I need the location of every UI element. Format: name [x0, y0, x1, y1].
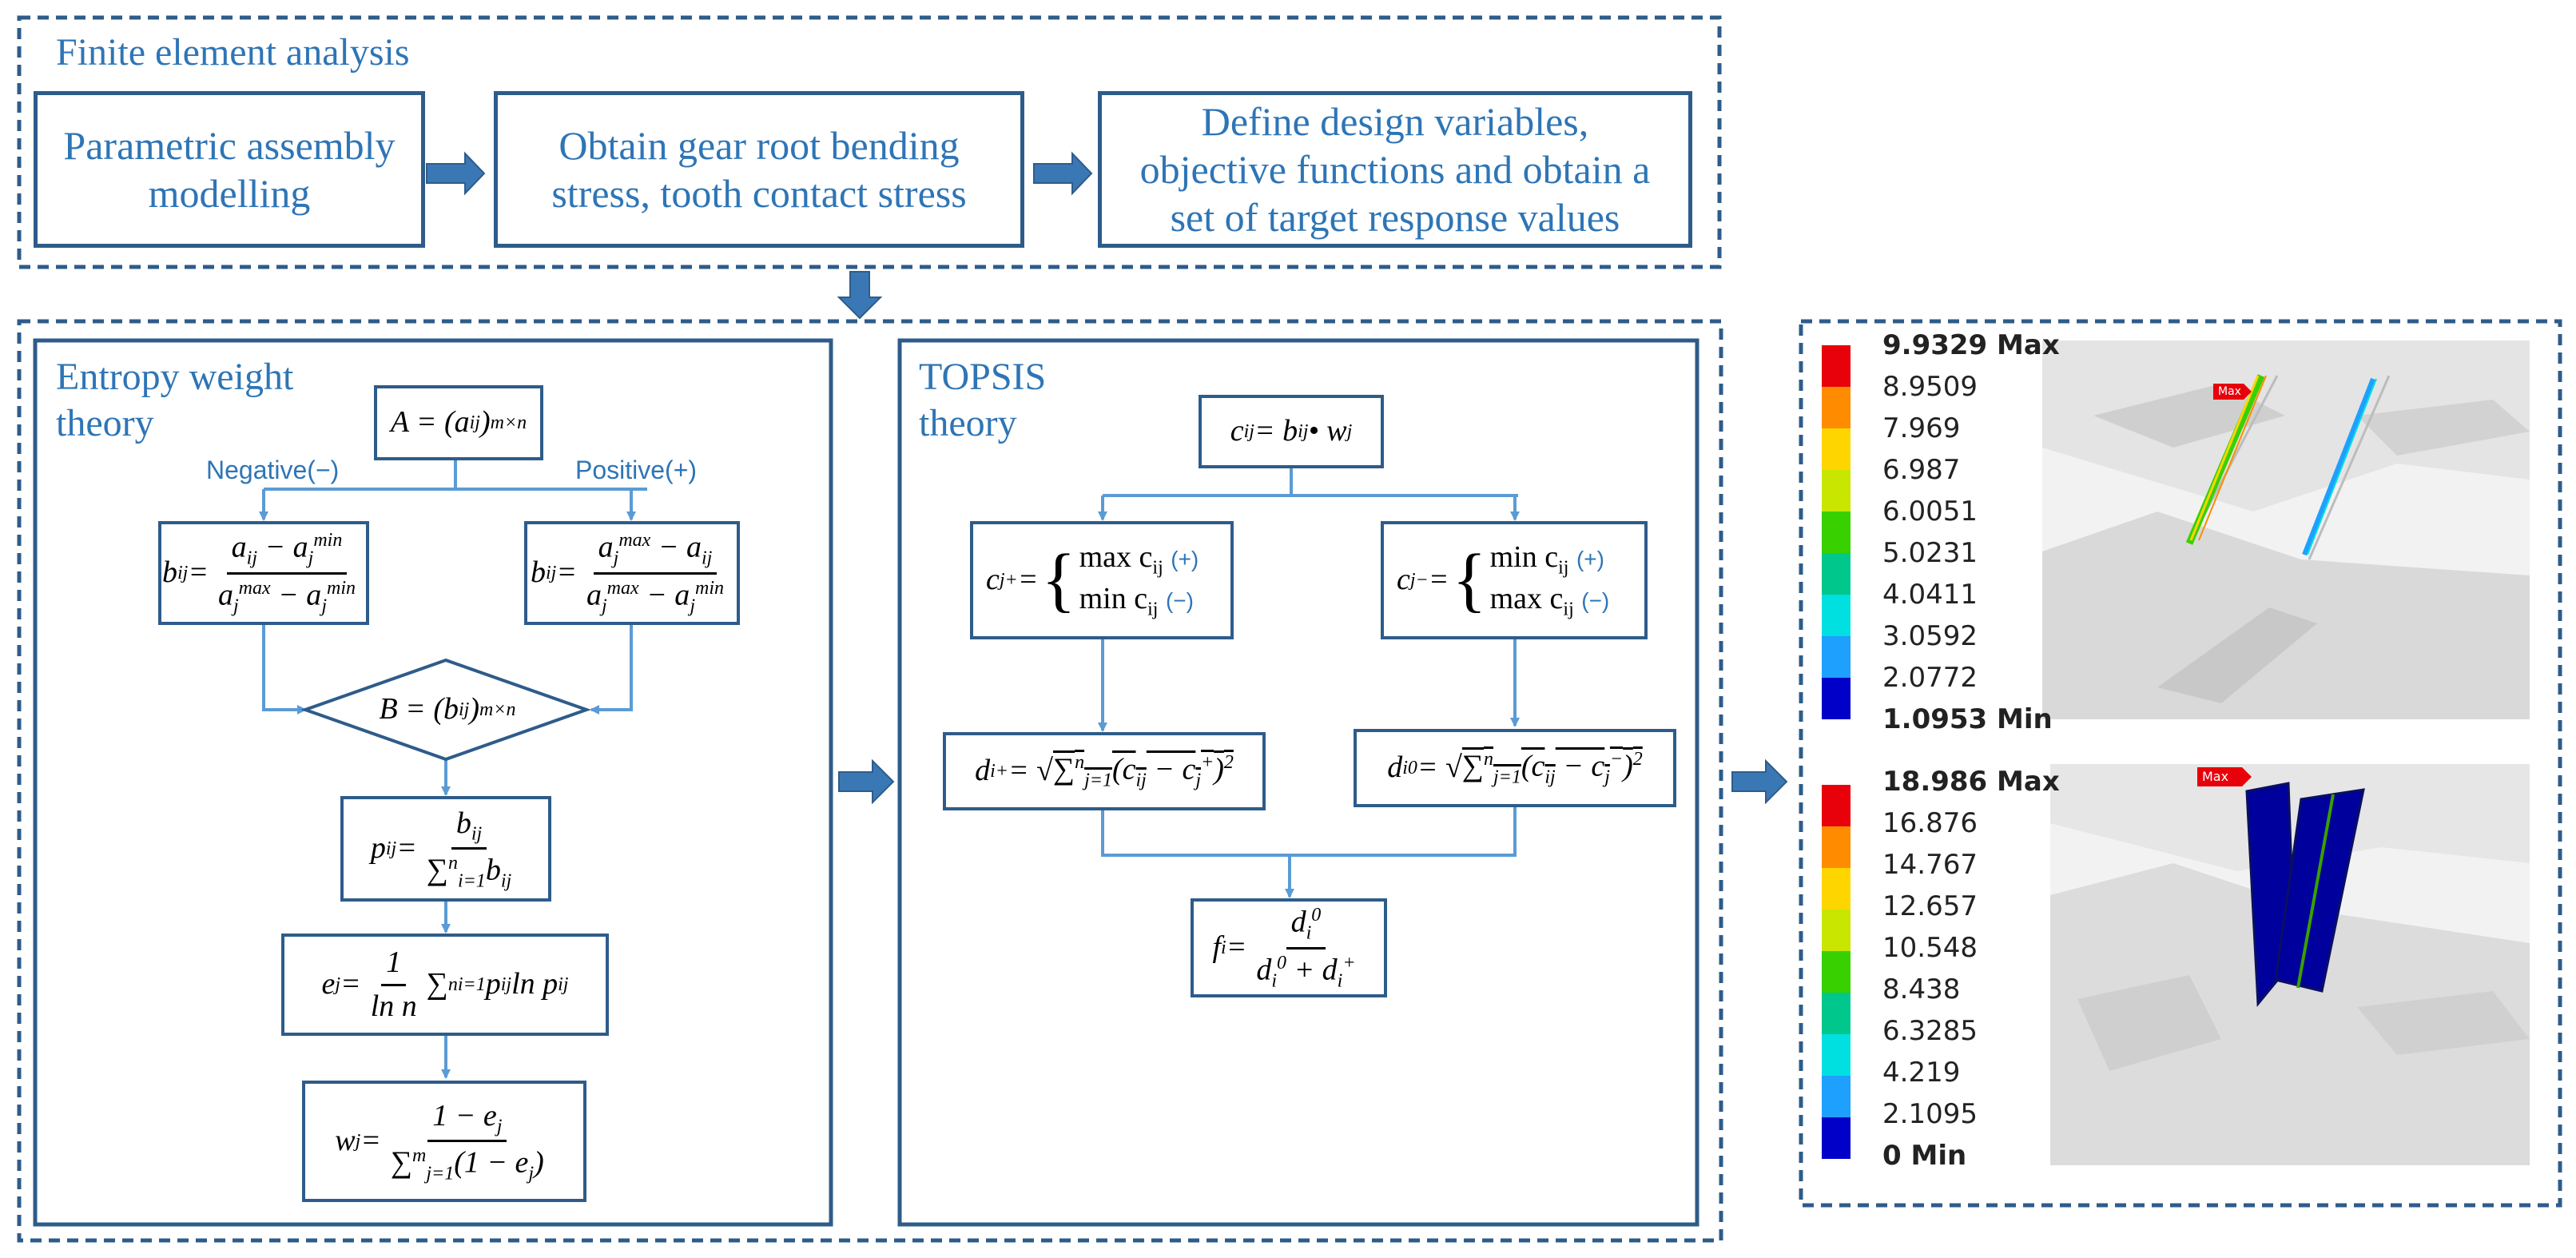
- legend2-swatch-7: [1822, 1076, 1851, 1117]
- legend2-swatch-4: [1822, 951, 1851, 993]
- legend1-label-6: 4.0411: [1882, 579, 1978, 611]
- legend2-label-6: 6.3285: [1882, 1015, 1978, 1047]
- legend1-label-1: 8.9509: [1882, 371, 1978, 403]
- legend2-swatch-1: [1822, 826, 1851, 868]
- design-variables-box: Define design variables, objective funct…: [1098, 91, 1692, 248]
- legend2-label-3: 12.657: [1882, 890, 1978, 922]
- legend1-label-7: 3.0592: [1882, 620, 1978, 652]
- arrow-theory-results: [1731, 758, 1788, 805]
- fea-frame: [17, 15, 1722, 269]
- legend1-swatch-8: [1822, 678, 1851, 719]
- legend2-label-2: 14.767: [1882, 849, 1978, 881]
- legend2-label-1: 16.876: [1882, 807, 1978, 839]
- legend1-swatch-3: [1822, 470, 1851, 512]
- legend2-label-7: 4.219: [1882, 1057, 1961, 1089]
- legend1-swatch-5: [1822, 553, 1851, 595]
- legend1-swatch-4: [1822, 512, 1851, 553]
- positive-label: Positive(+): [575, 456, 698, 484]
- fea-title: Finite element analysis: [56, 31, 410, 74]
- positive-ideal-minus: (−): [1165, 588, 1194, 613]
- legend1-label-5: 5.0231: [1882, 537, 1978, 569]
- contact-stress-render: [2050, 764, 2530, 1165]
- negative-label: Negative(−): [206, 456, 340, 484]
- topsis-title-line2: theory: [919, 402, 1017, 444]
- positive-ideal-plus: (+): [1171, 547, 1199, 572]
- entropy-title-line2: theory: [56, 402, 154, 444]
- arrow-box1-box2: [426, 151, 486, 196]
- topsis-title-line1: TOPSIS: [919, 356, 1047, 398]
- negative-ideal-plus: (+): [1576, 547, 1604, 572]
- legend2-label-0: 18.986 Max: [1882, 766, 2060, 798]
- matrix-b-diamond: [300, 658, 592, 762]
- results-frame: [1799, 319, 2562, 1208]
- legend2-swatch-2: [1822, 868, 1851, 910]
- bending-max-marker: Max: [2218, 385, 2241, 398]
- block-arrows: [426, 151, 1788, 805]
- legend2-label-5: 8.438: [1882, 973, 1961, 1005]
- topsis-frame: [897, 338, 1699, 1227]
- contact-max-marker: Max: [2202, 769, 2229, 784]
- theory-frame: [17, 319, 1723, 1243]
- legend1-label-9: 1.0953 Min: [1882, 703, 2053, 735]
- entropy-connectors: [259, 460, 647, 1079]
- negative-ideal-minus: (−): [1581, 588, 1610, 613]
- obtain-stress-box: Obtain gear root bending stress, tooth c…: [494, 91, 1024, 248]
- legend1-swatch-6: [1822, 595, 1851, 636]
- legend2-swatch-0: [1822, 785, 1851, 826]
- legend1-label-4: 6.0051: [1882, 496, 1978, 527]
- bending-stress-render: [2042, 340, 2530, 719]
- topsis-connectors: [1098, 468, 1520, 898]
- arrow-entropy-topsis: [838, 758, 895, 805]
- legend2-swatch-8: [1822, 1117, 1851, 1159]
- arrow-box2-box3: [1033, 151, 1093, 196]
- legend2-label-4: 10.548: [1882, 932, 1978, 964]
- legend1-swatch-0: [1822, 345, 1851, 387]
- legend1-label-8: 2.0772: [1882, 662, 1978, 694]
- arrow-fea-theory: [837, 271, 883, 320]
- legend2-swatch-6: [1822, 1034, 1851, 1076]
- entropy-frame: [33, 338, 833, 1227]
- legend1-label-0: 9.9329 Max: [1882, 329, 2060, 361]
- legend1-swatch-1: [1822, 387, 1851, 428]
- entropy-title-line1: Entropy weight: [56, 356, 294, 398]
- legend1-label-3: 6.987: [1882, 454, 1961, 486]
- legend2-swatch-3: [1822, 910, 1851, 951]
- legend2-label-8: 2.1095: [1882, 1098, 1978, 1130]
- legend1-label-2: 7.969: [1882, 412, 1961, 444]
- parametric-modelling-box: Parametric assembly modelling: [34, 91, 425, 248]
- legend1-swatch-7: [1822, 636, 1851, 678]
- legend2-swatch-5: [1822, 993, 1851, 1034]
- legend1-swatch-2: [1822, 428, 1851, 470]
- legend2-label-9: 0 Min: [1882, 1140, 1967, 1172]
